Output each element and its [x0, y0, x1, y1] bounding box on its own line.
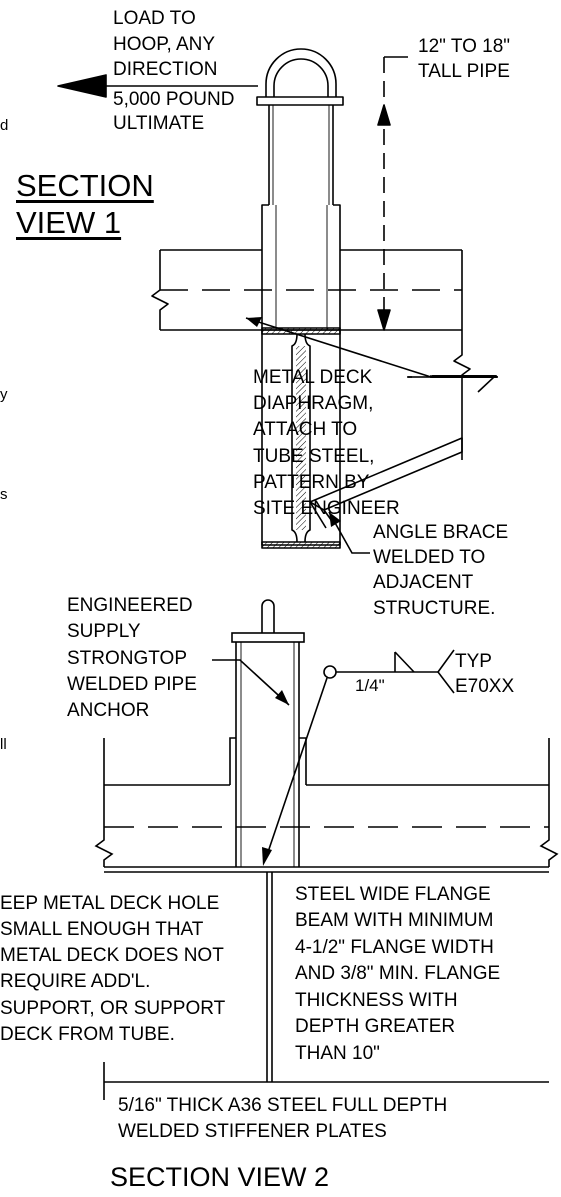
bottom-detail: [94, 599, 559, 1100]
section-title-2: SECTION VIEW 2: [110, 1162, 330, 1192]
beam-section: [261, 327, 341, 549]
beam-note-line-3: 4-1/2" FLANGE WIDTH: [295, 937, 494, 958]
hoop: [265, 48, 337, 97]
section-title-1-line-2: VIEW 1: [16, 205, 122, 240]
pipe-height-note-line-2: TALL PIPE: [418, 61, 510, 82]
metal-deck-leader-final-group: [245, 317, 494, 378]
load-note-line-1: LOAD TO: [113, 8, 196, 29]
lower-pipe: [261, 204, 341, 330]
deck-hole-note-line-2: SMALL ENOUGH THAT: [0, 919, 204, 940]
load-note-line-4: 5,000 POUND: [113, 89, 235, 110]
beam-note-line-6: DEPTH GREATER: [295, 1016, 456, 1037]
pipe-height-note-line-1: 12" TO 18": [418, 36, 511, 57]
weld-note-line-1: TYP: [455, 651, 492, 672]
cap-plate: [256, 96, 344, 106]
anchor-cap: [231, 632, 305, 643]
edge-fragment-1: d: [0, 117, 9, 134]
weld-note-line-2: E70XX: [455, 676, 515, 697]
leader-metal-deck-clean: [430, 377, 496, 400]
weld-size: 1/4": [355, 676, 385, 695]
break-left: [151, 250, 169, 330]
edge-fragment-3: s: [0, 486, 8, 503]
stiffener-note-line-1: 5/16" THICK A36 STEEL FULL DEPTH: [118, 1095, 448, 1116]
load-note-line-3: DIRECTION: [113, 59, 218, 80]
deck-hole-note-line-6: DECK FROM TUBE.: [0, 1024, 175, 1045]
anchor-note-line-4: WELDED PIPE: [67, 674, 197, 695]
anchor-note-line-1: ENGINEERED: [67, 595, 193, 616]
beam-note-line-4: AND 3/8" MIN. FLANGE: [295, 963, 501, 984]
beam-note-line-7: THAN 10": [295, 1043, 380, 1064]
deck-note-line-4: TUBE STEEL,: [253, 446, 375, 467]
edge-fragment-4: ll: [0, 736, 7, 753]
brace-note-line-2: WELDED TO: [373, 547, 486, 568]
deck-hole-note-line-1: EEP METAL DECK HOLE: [0, 893, 220, 914]
height-dimension: [377, 56, 408, 331]
mdf-diag-real: [245, 317, 432, 378]
deck-note-line-2: DIAPHRAGM,: [253, 393, 374, 414]
upper-pipe: [268, 105, 334, 205]
deck-note-leader: [402, 377, 430, 396]
edge-fragment-2: y: [0, 386, 8, 403]
stiffener-note-line-2: WELDED STIFFENER PLATES: [118, 1121, 387, 1142]
load-arrow: [57, 74, 258, 98]
brace-note-line-1: ANGLE BRACE: [373, 522, 509, 543]
anchor-note-line-5: ANCHOR: [67, 700, 150, 721]
brace-note-line-3: ADJACENT: [373, 572, 474, 593]
angle-brace-leader: [328, 511, 370, 554]
beam-note-line-5: THICKNESS WITH: [295, 990, 458, 1011]
metal-deck-elbow: [477, 376, 495, 393]
deck-hole-note-line-3: METAL DECK DOES NOT: [0, 945, 224, 966]
load-note-line-5: ULTIMATE: [113, 113, 205, 134]
anchor-note-line-2: SUPPLY: [67, 621, 141, 642]
brace-note-line-4: STRUCTURE.: [373, 598, 496, 619]
break-right: [453, 250, 471, 460]
load-note-line-2: HOOP, ANY: [113, 34, 216, 55]
mdf-arrowhead: [246, 317, 262, 327]
deck-note-line-6: SITE ENGINEER: [253, 498, 400, 519]
beam-note-line-1: STEEL WIDE FLANGE: [295, 884, 491, 905]
deck-note-line-5: PATTERN BY: [253, 472, 370, 493]
anchor-stud: [261, 599, 275, 633]
section-title-1-line-1: SECTION: [16, 168, 154, 203]
deck-hole-note-line-5: SUPPORT, OR SUPPORT: [0, 998, 226, 1019]
deck-note-line-3: ATTACH TO: [253, 419, 358, 440]
beam-note-line-2: BEAM WITH MINIMUM: [295, 910, 494, 931]
deck-note-leader-line: [429, 372, 508, 374]
deck-note-line-1: METAL DECK: [253, 367, 373, 388]
deck-hole-note-line-4: REQUIRE ADD'L.: [0, 971, 151, 992]
hoop-inner: [273, 58, 329, 97]
anchor-note-line-3: STRONGTOP: [67, 648, 187, 669]
